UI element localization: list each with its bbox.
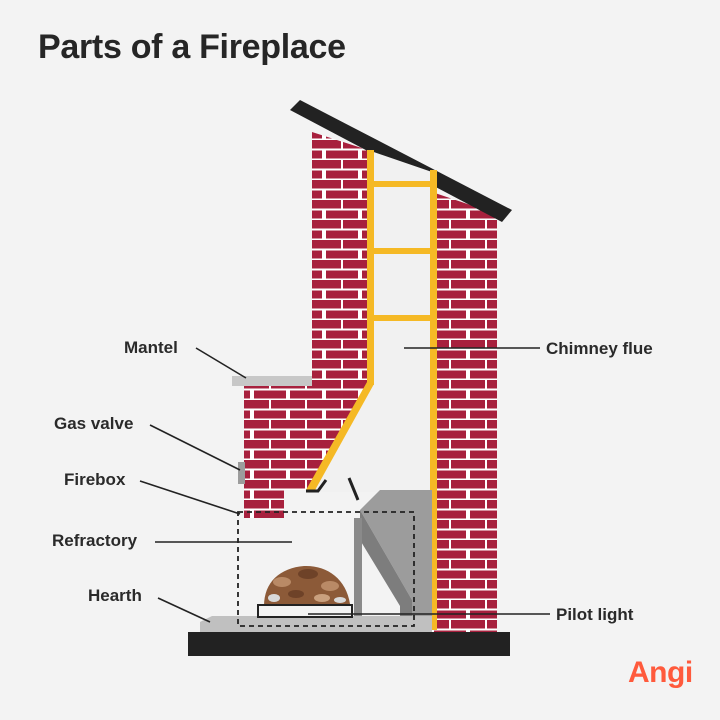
leader-lines [139,347,550,623]
fire-logs [264,565,350,606]
leader-mantel [195,347,247,379]
firebox-outline [237,511,415,627]
leader-gas-valve [149,424,241,471]
gas-valve-knob [238,462,245,484]
brand-logo: Angi [628,656,693,689]
label-pilot-light: Pilot light [556,605,634,624]
label-firebox: Firebox [64,470,126,489]
gas-pipe [354,518,362,618]
hearth-base [188,632,510,656]
label-chimney-flue: Chimney flue [546,339,653,358]
pilot-light-burner [257,604,353,618]
hearth-stone [200,616,432,632]
flue-frame [306,150,437,630]
leader-hearth [157,597,211,623]
mantel-shelf [232,376,312,386]
page-title: Parts of a Fireplace [38,28,346,66]
smoke-chamber-shadow [360,510,412,628]
smoke-chamber-stone [360,490,432,628]
leader-firebox [139,480,241,515]
label-gas-valve: Gas valve [54,414,134,433]
label-mantel: Mantel [124,338,178,357]
label-refractory: Refractory [52,531,138,550]
label-hearth: Hearth [88,586,142,605]
damper [306,477,360,501]
roof [290,100,512,222]
